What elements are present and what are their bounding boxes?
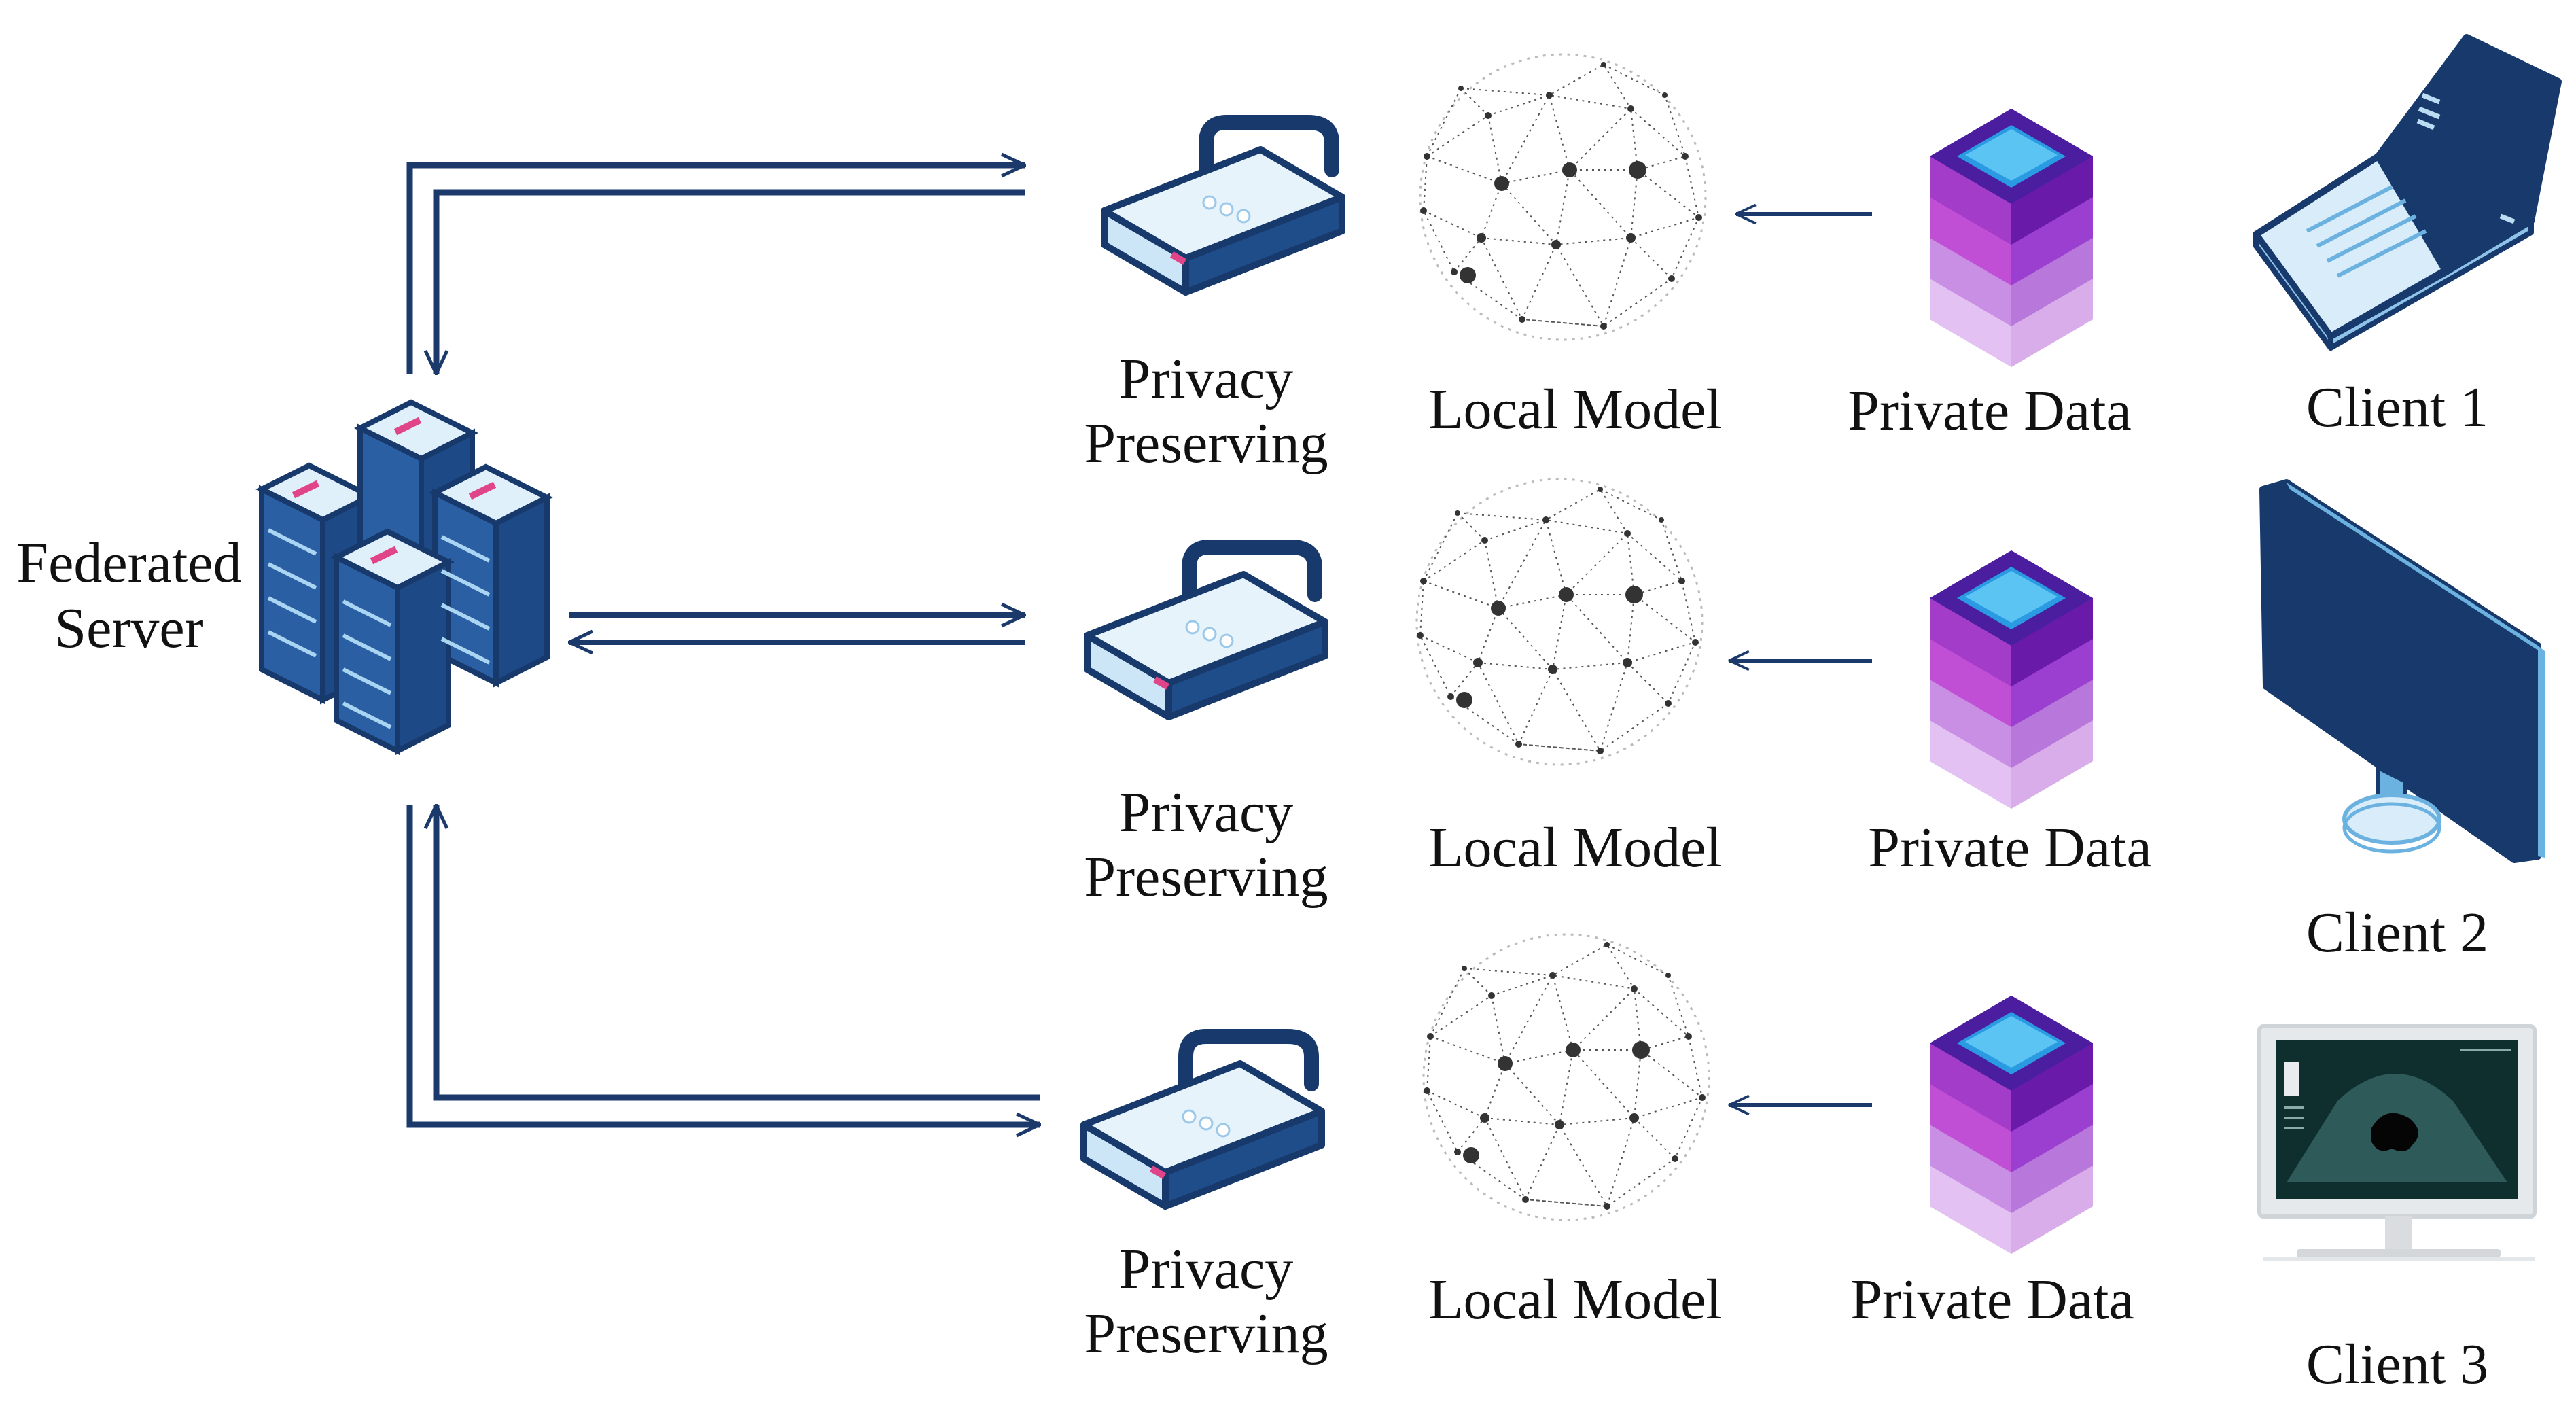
privacy-label-line2: Preserving bbox=[1084, 1302, 1328, 1365]
lock-icon bbox=[1087, 547, 1325, 717]
client-row-2: Privacy Preserving Local Model Private D… bbox=[1084, 478, 2545, 964]
private-data-label: Private Data bbox=[1850, 1268, 2134, 1331]
privacy-label-line2: Preserving bbox=[1084, 412, 1328, 475]
data-stack-icon bbox=[1930, 550, 2093, 809]
local-model-label: Local Model bbox=[1428, 816, 1722, 879]
server-label-line2: Server bbox=[54, 597, 203, 660]
server-label-line1: Federated bbox=[16, 531, 241, 595]
network-sphere-icon bbox=[1415, 478, 1704, 766]
privacy-label-line2: Preserving bbox=[1084, 845, 1328, 909]
local-model-label: Local Model bbox=[1428, 1268, 1722, 1331]
lock-icon bbox=[1084, 1036, 1322, 1206]
federated-server: Federated Server bbox=[16, 399, 553, 756]
client-label: Client 2 bbox=[2306, 901, 2488, 964]
network-sphere-icon bbox=[1422, 933, 1710, 1221]
ultrasound-monitor-icon bbox=[2257, 1024, 2537, 1261]
privacy-label-line1: Privacy bbox=[1119, 1238, 1294, 1301]
client-label: Client 3 bbox=[2306, 1333, 2488, 1396]
privacy-label-line1: Privacy bbox=[1119, 781, 1294, 844]
connector-arrows bbox=[406, 165, 1872, 1125]
client-row-1: Privacy Preserving Local Model Private D… bbox=[1084, 34, 2562, 475]
privacy-label-line1: Privacy bbox=[1119, 347, 1294, 410]
private-data-label: Private Data bbox=[1868, 816, 2152, 879]
lock-icon bbox=[1104, 122, 1342, 292]
monitor-icon bbox=[2259, 479, 2545, 863]
client-label: Client 1 bbox=[2306, 376, 2488, 439]
laptop-icon bbox=[2253, 34, 2562, 351]
data-stack-icon bbox=[1930, 996, 2093, 1254]
private-data-label: Private Data bbox=[1848, 379, 2132, 442]
server-rack-icon bbox=[255, 399, 553, 756]
data-stack-icon bbox=[1930, 109, 2093, 367]
local-model-label: Local Model bbox=[1428, 378, 1722, 441]
network-sphere-icon bbox=[1419, 53, 1707, 341]
client-row-3: Privacy Preserving Local Model Private D… bbox=[1084, 933, 2537, 1396]
